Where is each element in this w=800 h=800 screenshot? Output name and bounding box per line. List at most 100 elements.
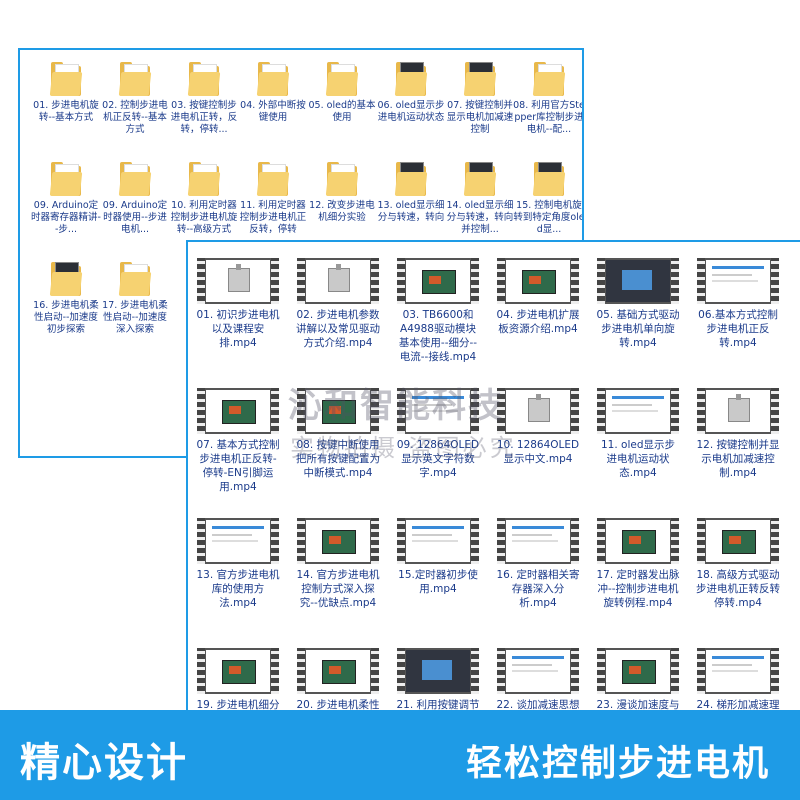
folder-label: 05. oled的基本使用: [308, 100, 376, 123]
video-window: 01. 初识步进电机以及课程安排.mp4 02. 步进电机参数讲解以及常见驱动方式…: [186, 240, 800, 710]
folder-item[interactable]: 04. 外部中断按键使用: [237, 56, 309, 124]
folder-icon: [256, 162, 290, 196]
folder-photo-icon: [463, 162, 497, 196]
banner-slogan-right: 轻松控制步进电机: [465, 743, 770, 784]
folder-item[interactable]: 06. oled显示步进电机运动状态: [375, 56, 447, 124]
video-thumbnail-icon: [597, 518, 679, 564]
video-file-label: 01. 初识步进电机以及课程安排.mp4: [196, 309, 280, 349]
folder-label: 13. oled显示细分与转速，转向: [377, 200, 445, 223]
folder-icon: [532, 62, 566, 96]
folder-icon: [325, 62, 359, 96]
video-file-label: 04. 步进电机扩展板资源介绍.mp4: [496, 309, 580, 335]
video-thumbnail-icon: [297, 388, 379, 434]
folder-icon: [118, 262, 152, 296]
video-thumbnail-icon: [697, 388, 779, 434]
folder-photo-icon: [49, 262, 83, 296]
folder-label: 16. 步进电机柔性启动--加速度初步探索: [33, 300, 99, 335]
folder-photo-icon: [532, 162, 566, 196]
folder-label: 02. 控制步进电机正反转--基本方式: [102, 100, 168, 135]
folder-photo-icon: [394, 62, 428, 96]
video-file-item[interactable]: 22. 谈加减速思想: [496, 648, 580, 710]
video-file-item[interactable]: 15.定时器初步使用.mp4: [396, 518, 480, 596]
folder-label: 17. 步进电机柔性启动--加速度深入探索: [102, 300, 168, 335]
video-file-item[interactable]: 02. 步进电机参数讲解以及常见驱动方式介绍.mp4: [296, 258, 380, 350]
video-file-item[interactable]: 17. 定时器发出脉冲--控制步进电机旋转例程.mp4: [596, 518, 680, 610]
folder-item[interactable]: 03. 按键控制步进电机正转，反转，停转...: [168, 56, 240, 136]
video-file-item[interactable]: 03. TB6600和A4988驱动模块基本使用--细分--电流--接线.mp4: [396, 258, 480, 364]
video-thumbnail-icon: [397, 258, 479, 304]
folder-item[interactable]: 07. 按键控制并显示电机加减速控制: [444, 56, 516, 136]
video-file-item[interactable]: 07. 基本方式控制步进电机正反转-停转-EN引脚运用.mp4: [196, 388, 280, 494]
folder-label: 03. 按键控制步进电机正转，反转，停转...: [170, 100, 238, 135]
video-file-item[interactable]: 12. 按键控制并显示电机加减速控制.mp4: [696, 388, 780, 480]
video-thumbnail-icon: [197, 258, 279, 304]
video-thumbnail-icon: [597, 258, 679, 304]
folder-item[interactable]: 13. oled显示细分与转速，转向: [375, 156, 447, 224]
folder-item[interactable]: 17. 步进电机柔性启动--加速度深入探索: [99, 256, 171, 336]
folder-item[interactable]: 11. 利用定时器控制步进电机正反转，停转: [237, 156, 309, 236]
video-file-item[interactable]: 06.基本方式控制步进电机正反转.mp4: [696, 258, 780, 350]
video-file-item[interactable]: 01. 初识步进电机以及课程安排.mp4: [196, 258, 280, 350]
folder-icon: [256, 62, 290, 96]
folder-label: 07. 按键控制并显示电机加减速控制: [446, 100, 514, 135]
video-file-item[interactable]: 20. 步进电机柔性: [296, 648, 380, 710]
video-file-item[interactable]: 04. 步进电机扩展板资源介绍.mp4: [496, 258, 580, 336]
video-file-label: 19. 步进电机细分: [196, 699, 280, 710]
video-file-item[interactable]: 16. 定时器相关寄存器深入分析.mp4: [496, 518, 580, 610]
video-file-label: 16. 定时器相关寄存器深入分析.mp4: [496, 569, 580, 609]
video-file-item[interactable]: 19. 步进电机细分: [196, 648, 280, 710]
video-file-item[interactable]: 23. 漫谈加速度与: [596, 648, 680, 710]
video-file-label: 14. 官方步进电机控制方式深入探究--优缺点.mp4: [296, 569, 380, 609]
folder-label: 08. 利用官方Stepper库控制步进电机--配...: [513, 100, 584, 135]
folder-item[interactable]: 14. oled显示细分与转速，转向并控制...: [444, 156, 516, 236]
folder-label: 06. oled显示步进电机运动状态: [377, 100, 445, 123]
folder-item[interactable]: 01. 步进电机旋转--基本方式: [30, 56, 102, 124]
video-thumbnail-icon: [297, 648, 379, 694]
video-thumbnail-icon: [397, 648, 479, 694]
video-file-item[interactable]: 18. 高级方式驱动步进电机正转反转停转.mp4: [696, 518, 780, 610]
folder-label: 09. Arduino定时器使用--步进电机...: [102, 200, 168, 235]
video-thumbnail-icon: [497, 518, 579, 564]
banner-slogan-left: 精心设计: [20, 740, 188, 786]
video-thumbnail-icon: [497, 648, 579, 694]
bottom-banner: 精心设计 轻松控制步进电机: [0, 710, 800, 800]
video-file-item[interactable]: 11. oled显示步进电机运动状态.mp4: [596, 388, 680, 480]
video-file-label: 11. oled显示步进电机运动状态.mp4: [600, 439, 675, 479]
video-file-label: 06.基本方式控制步进电机正反转.mp4: [698, 309, 778, 349]
video-file-item[interactable]: 10. 12864OLED显示中文.mp4: [496, 388, 580, 466]
video-thumbnail-icon: [397, 388, 479, 434]
video-file-label: 18. 高级方式驱动步进电机正转反转停转.mp4: [696, 569, 780, 609]
video-thumbnail-icon: [697, 648, 779, 694]
folder-label: 09. Arduino定时器寄存器精讲--步...: [31, 200, 101, 235]
video-file-label: 05. 基础方式驱动步进电机单向旋转.mp4: [596, 309, 680, 349]
folder-item[interactable]: 12. 改变步进电机细分实验: [306, 156, 378, 224]
folder-item[interactable]: 10. 利用定时器控制步进电机旋转--高级方式: [168, 156, 240, 236]
folder-label: 01. 步进电机旋转--基本方式: [33, 100, 99, 123]
video-file-label: 02. 步进电机参数讲解以及常见驱动方式介绍.mp4: [296, 309, 380, 349]
video-thumbnail-icon: [597, 388, 679, 434]
video-file-item[interactable]: 09. 12864OLED显示英文字符数字.mp4: [396, 388, 480, 480]
video-thumbnail-icon: [197, 648, 279, 694]
folder-item[interactable]: 16. 步进电机柔性启动--加速度初步探索: [30, 256, 102, 336]
video-file-label: 23. 漫谈加速度与: [596, 699, 680, 710]
video-thumbnail-icon: [397, 518, 479, 564]
folder-icon: [325, 162, 359, 196]
folder-label: 10. 利用定时器控制步进电机旋转--高级方式: [170, 200, 238, 235]
folder-item[interactable]: 02. 控制步进电机正反转--基本方式: [99, 56, 171, 136]
video-file-item[interactable]: 08. 按键中断使用把所有按键配置为中断模式.mp4: [296, 388, 380, 480]
video-file-item[interactable]: 24. 梯形加减速理: [696, 648, 780, 710]
video-file-label: 20. 步进电机柔性: [296, 699, 380, 710]
watermark-text: 沁和智能科技: [288, 386, 504, 426]
video-file-item[interactable]: 21. 利用按键调节: [396, 648, 480, 710]
folder-item[interactable]: 15. 控制电机旋转到特定角度oled显...: [513, 156, 582, 236]
folder-photo-icon: [394, 162, 428, 196]
folder-item[interactable]: 05. oled的基本使用: [306, 56, 378, 124]
folder-item[interactable]: 09. Arduino定时器寄存器精讲--步...: [30, 156, 102, 236]
video-file-label: 24. 梯形加减速理: [696, 699, 780, 710]
folder-item[interactable]: 08. 利用官方Stepper库控制步进电机--配...: [513, 56, 584, 136]
video-file-item[interactable]: 14. 官方步进电机控制方式深入探究--优缺点.mp4: [296, 518, 380, 610]
video-file-item[interactable]: 05. 基础方式驱动步进电机单向旋转.mp4: [596, 258, 680, 350]
video-file-item[interactable]: 13. 官方步进电机库的使用方法.mp4: [196, 518, 280, 610]
video-thumbnail-icon: [297, 258, 379, 304]
folder-item[interactable]: 09. Arduino定时器使用--步进电机...: [99, 156, 171, 236]
